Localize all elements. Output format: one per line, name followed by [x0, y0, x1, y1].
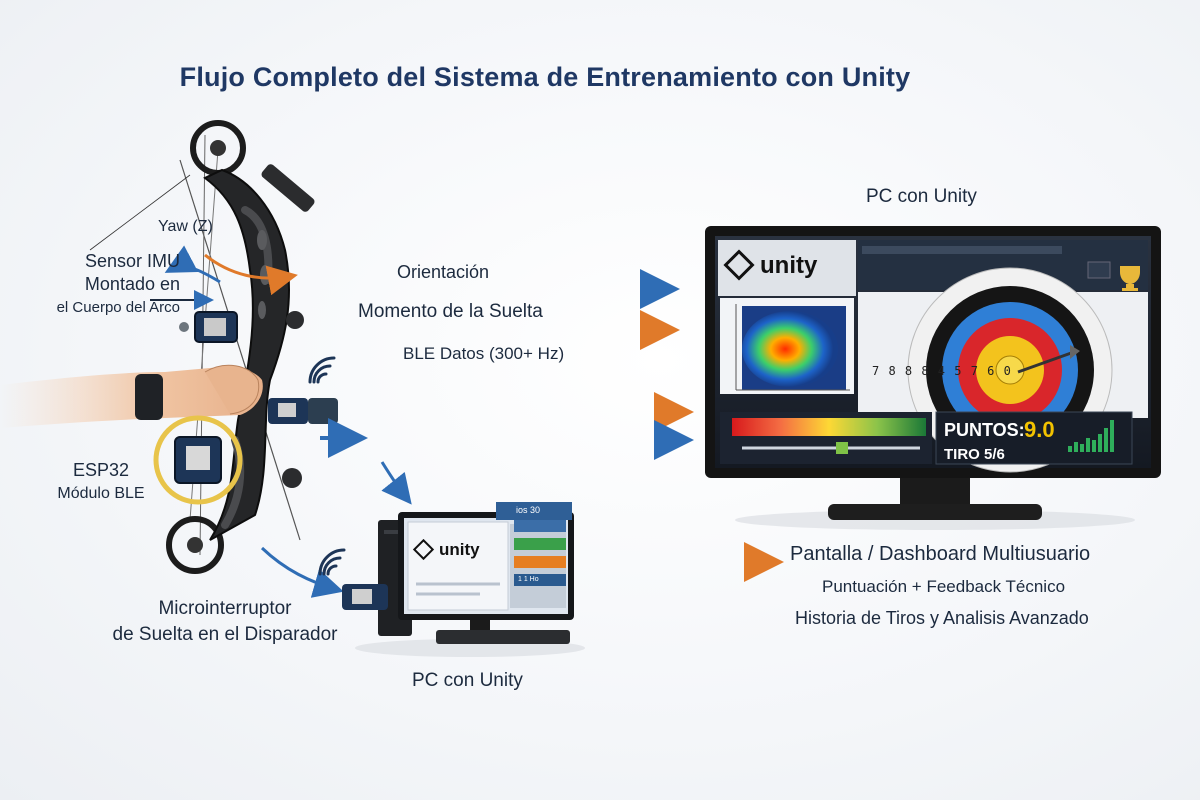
main-monitor — [705, 226, 1161, 530]
page-title: Flujo Completo del Sistema de Entrenamie… — [179, 62, 911, 92]
unity-logo-small: unity — [412, 538, 480, 561]
target-ring-numbers: 7 8 8 8 4 5 7 6 0 — [872, 364, 1012, 378]
esp32-module — [153, 415, 243, 505]
switch-label-line-2: de Suelta en el Disparador — [112, 624, 338, 645]
esp32-label: ESP32 Módulo BLE — [40, 458, 162, 506]
imu-label-line-1: Sensor IMU — [84, 251, 180, 271]
small-pc-panel-row-4: 1 1 Ho — [518, 576, 539, 583]
unity-logo-text: unity — [760, 252, 818, 279]
esp32-label-line-2: Módulo BLE — [57, 485, 145, 502]
small-pc-title: PC con Unity — [412, 670, 523, 691]
unity-logo-main: unity — [723, 249, 818, 281]
score-trend-chart — [1068, 420, 1114, 452]
shot-counter: TIRO 5/6 — [944, 446, 1005, 463]
wireless-waves-icon-small — [318, 548, 346, 576]
archer-arm — [0, 364, 263, 428]
trophy-icon — [1120, 266, 1140, 291]
small-pc — [318, 502, 585, 657]
release-flow-label: Momento de la Suelta — [358, 301, 543, 322]
trigger-sensor-cluster — [268, 398, 338, 424]
dashboard-line-1: Puntuación + Feedback Técnico — [822, 577, 1066, 596]
dashboard-line-2: Historia de Tiros y Analisis Avanzado — [795, 608, 1089, 628]
switch-label-line-1: Microinterruptor — [158, 598, 292, 619]
orientation-flow-label: Orientación — [397, 262, 490, 282]
imu-sensor-label: Sensor IMU Montado en el Cuerpo del Arco — [30, 250, 180, 319]
flow-arrows — [260, 269, 784, 598]
score-label: PUNTOS: — [944, 420, 1025, 440]
unity-cube-icon-small — [412, 538, 435, 561]
main-pc-title: PC con Unity — [866, 186, 977, 207]
unity-cube-icon — [723, 249, 755, 281]
score-value: 9.0 — [1024, 417, 1055, 442]
esp32-label-line-1: ESP32 — [72, 460, 130, 480]
ble-flow-label: BLE Datos (300+ Hz) — [403, 344, 565, 363]
imu-label-line-2: Montado en — [84, 274, 180, 294]
imu-label-line-3: el Cuerpo del Arco — [56, 299, 180, 316]
wireless-waves-icon — [308, 356, 336, 384]
dashboard-title: Pantalla / Dashboard Multiusuario — [790, 543, 1091, 565]
switch-label: Microinterruptor de Suelta en el Dispara… — [100, 596, 350, 648]
yaw-label: Yaw (Z) — [158, 218, 213, 235]
impact-heatmap — [742, 311, 838, 387]
imu-sensor-module — [179, 311, 238, 343]
unity-logo-text-small: unity — [439, 540, 480, 559]
small-pc-tab-label: ios 30 — [516, 505, 541, 515]
